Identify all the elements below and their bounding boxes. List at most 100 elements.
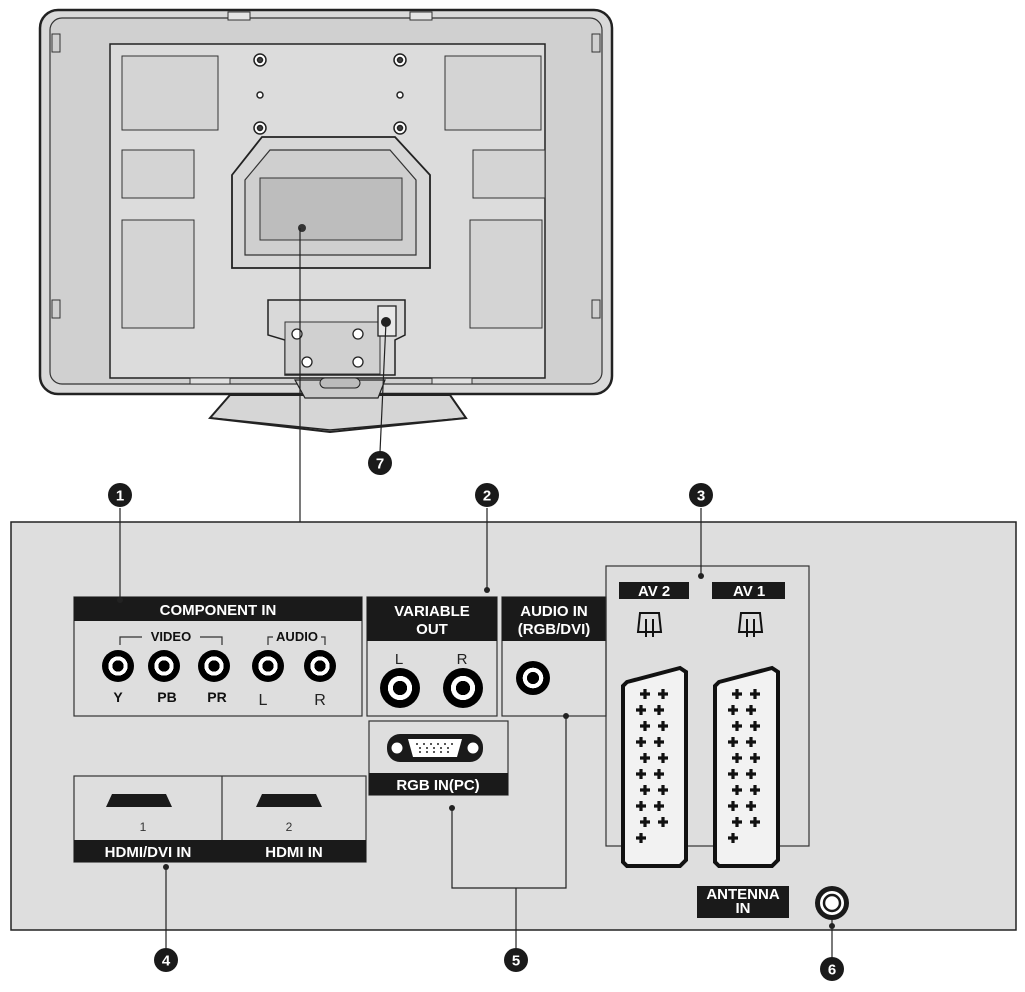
callout-7: 7 [368, 451, 392, 475]
tv-stand-base [208, 394, 468, 434]
hdmi2-port[interactable] [256, 794, 322, 807]
audio-l-label: L [259, 692, 268, 709]
scart-pin [750, 689, 760, 699]
pb-label: PB [157, 689, 176, 705]
hdmi2-number: 2 [286, 820, 293, 834]
scart-pin [654, 705, 664, 715]
callout-5-label: 5 [512, 953, 520, 970]
scart-pin [746, 769, 756, 779]
variable-out-label-1: VARIABLE [394, 603, 470, 620]
av2-scart-socket[interactable] [621, 665, 688, 868]
scart-pin [636, 705, 646, 715]
scart-pin [654, 769, 664, 779]
component-audio-l-jack[interactable] [252, 650, 284, 682]
hdmi1-label: HDMI/DVI IN [105, 844, 192, 861]
scart-pin [636, 801, 646, 811]
scart-pin [728, 769, 738, 779]
variable-out-l-label: L [395, 651, 403, 668]
vesa-screws [253, 53, 407, 135]
component-y-jack[interactable] [102, 650, 134, 682]
scart-pin [732, 689, 742, 699]
callout-4: 4 [154, 948, 178, 972]
callout-3: 3 [689, 483, 713, 507]
scart-pin [732, 785, 742, 795]
component-in-section: COMPONENT IN VIDEO AUDIO Y PB PR L R [73, 596, 363, 717]
scart-pin [732, 721, 742, 731]
av-section: AV 2 AV 1 [605, 565, 810, 868]
scart-pin [658, 689, 668, 699]
vga-port[interactable] [387, 734, 483, 762]
antenna-in-jack[interactable] [815, 886, 849, 920]
hdmi2-label: HDMI IN [265, 844, 323, 861]
antenna-label-1: ANTENNA [706, 886, 779, 903]
scart-pin [732, 817, 742, 827]
y-label: Y [113, 689, 123, 705]
audio-in-jack[interactable] [516, 661, 550, 695]
pr-label: PR [207, 689, 226, 705]
tv-rear-view [38, 8, 614, 434]
av2-scart-symbol-icon [636, 612, 663, 637]
scart-pin [636, 769, 646, 779]
antenna-section: ANTENNA IN [697, 886, 849, 920]
rgb-in-section: RGB IN(PC) [368, 720, 509, 796]
callout-6: 6 [820, 957, 844, 981]
rgb-in-label: RGB IN(PC) [396, 777, 479, 794]
video-group-label: VIDEO [151, 629, 191, 644]
audio-group-label: AUDIO [276, 629, 318, 644]
scart-pin [654, 801, 664, 811]
audio-r-label: R [314, 692, 326, 709]
av1-label: AV 1 [733, 583, 765, 600]
scart-pin [746, 705, 756, 715]
scart-pin [636, 737, 646, 747]
scart-pin [658, 721, 668, 731]
connector-panel [10, 521, 1017, 931]
callout-6-label: 6 [828, 962, 836, 979]
callout-2-label: 2 [483, 488, 491, 505]
callout-7-label: 7 [376, 456, 384, 473]
scart-pin [658, 753, 668, 763]
component-audio-r-jack[interactable] [304, 650, 336, 682]
scart-pin [640, 817, 650, 827]
av2-label: AV 2 [638, 583, 670, 600]
audio-in-label-2: (RGB/DVI) [518, 621, 591, 638]
component-pb-jack[interactable] [148, 650, 180, 682]
scart-pin [640, 689, 650, 699]
variable-out-r-jack[interactable] [443, 668, 483, 708]
antenna-label-2: IN [736, 900, 751, 917]
hdmi1-port[interactable] [106, 794, 172, 807]
callout-1: 1 [108, 483, 132, 507]
callout-5: 5 [504, 948, 528, 972]
scart-pin [750, 753, 760, 763]
scart-pin [640, 785, 650, 795]
scart-pin [728, 705, 738, 715]
scart-pin [746, 737, 756, 747]
variable-out-r-label: R [457, 651, 468, 668]
callout-4-label: 4 [162, 953, 171, 970]
audio-in-section: AUDIO IN (RGB/DVI) [501, 596, 607, 717]
scart-pin [732, 753, 742, 763]
hdmi1-number: 1 [140, 820, 147, 834]
scart-pin [750, 785, 760, 795]
callout-2: 2 [475, 483, 499, 507]
variable-out-section: VARIABLE OUT L R [366, 596, 498, 717]
callout-3-label: 3 [697, 488, 705, 505]
scart-pin [728, 737, 738, 747]
scart-pin [728, 801, 738, 811]
scart-pin [728, 833, 738, 843]
scart-pin [640, 721, 650, 731]
component-in-label: COMPONENT IN [160, 602, 277, 619]
hdmi-section: HDMI/DVI IN HDMI IN 1 2 [73, 775, 367, 863]
scart-pin [746, 801, 756, 811]
callout-1-label: 1 [116, 488, 124, 505]
scart-pin [658, 785, 668, 795]
av1-scart-socket[interactable] [713, 665, 780, 868]
component-pr-jack[interactable] [198, 650, 230, 682]
scart-pin [654, 737, 664, 747]
scart-pin [750, 817, 760, 827]
variable-out-label-2: OUT [416, 621, 448, 638]
variable-out-l-jack[interactable] [380, 668, 420, 708]
audio-in-label-1: AUDIO IN [520, 603, 588, 620]
scart-pin [636, 833, 646, 843]
